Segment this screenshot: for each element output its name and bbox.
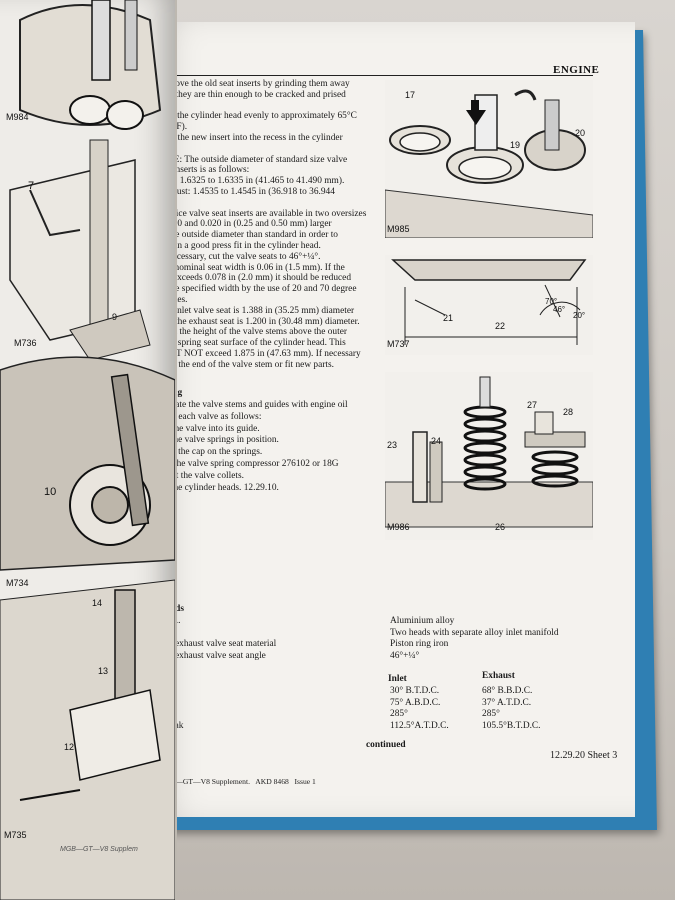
procedure-line: move the old seat inserts by grinding th… <box>168 79 350 89</box>
procedure-line: e nominal seat width is 0.06 in (1.5 mm)… <box>168 262 345 273</box>
procedure-line: d the exhaust seat is 1.200 in (30.48 mm… <box>168 316 360 327</box>
left-page-footer: MGB—GT—V8 Supplem <box>60 846 138 853</box>
spec-label: et and exhaust valve seat material <box>150 639 277 649</box>
procedure-line: ones. <box>168 295 188 305</box>
procedure-line: necessary, cut the valve seats to 46°+¼°… <box>168 251 321 262</box>
column-inlet: Inlet <box>388 674 407 684</box>
procedure-line: eck the height of the valve stems above … <box>164 327 348 338</box>
section-title: ENGINE <box>553 64 600 76</box>
assembling-line: ace the valve springs in position. <box>156 435 279 446</box>
spec-label: et and exhaust valve seat angle <box>150 650 266 661</box>
procedure-line: tain a good press fit in the cylinder he… <box>168 241 321 251</box>
procedure-line: et: 1.6325 to 1.6335 in (41.465 to 41.49… <box>168 176 345 187</box>
figure-code-m737: M737 <box>387 339 410 349</box>
callout-20: 20 <box>575 128 586 138</box>
callout-28: 28 <box>563 407 574 417</box>
procedure-line: the outside diameter than standard in or… <box>168 230 338 241</box>
callout-24: 24 <box>431 436 442 446</box>
callout-19: 19 <box>510 140 521 150</box>
figure-code-m985: M985 <box>387 224 410 234</box>
procedure-line: rvice valve seat inserts are available i… <box>168 208 367 219</box>
timing-inlet: 30° B.T.D.C. <box>390 686 440 696</box>
procedure-line: ss the new insert into the recess in the… <box>168 133 343 143</box>
seat-angle-drawing <box>391 259 587 345</box>
spec-value: Aluminium alloy <box>390 616 455 626</box>
procedure-line: 010 and 0.020 in (0.25 and 0.50 mm) larg… <box>168 219 332 230</box>
procedure-line: haust: 1.4535 to 1.4545 in (36.918 to 36… <box>168 187 335 197</box>
procedure-line: t inserts is as follows: <box>168 165 250 176</box>
figure-m737: 21 22 70° 46° 20° M737 <box>385 255 593 355</box>
callout-12: 12 <box>64 742 75 752</box>
procedure-line: ind the end of the valve stem or fit new… <box>164 359 335 370</box>
figure-code-m986: M986 <box>387 522 410 532</box>
timing-inlet: 112.5°A.T.D.C. <box>390 720 449 731</box>
procedure-line: UST NOT exceed 1.875 in (47.63 mm). If n… <box>164 349 361 359</box>
spec-value: Two heads with separate alloy inlet mani… <box>390 627 559 638</box>
left-page-drawings <box>0 0 175 900</box>
assembling-line: nd fit each valve as follows: <box>156 411 262 422</box>
callout-21: 21 <box>443 313 454 323</box>
header-rule <box>168 75 593 76</box>
timing-exhaust: 68° B.B.D.C. <box>482 686 533 696</box>
continued-note: continued <box>366 740 406 750</box>
callout-17: 17 <box>405 90 416 100</box>
procedure-line: il they are thin enough to be cracked an… <box>168 89 346 100</box>
procedure-line: TE: The outside diameter of standard siz… <box>168 154 348 165</box>
figure-code-m736: M736 <box>14 338 37 348</box>
valve-seat-insert-drawing <box>384 80 594 239</box>
callout-27: 27 <box>527 400 538 410</box>
valve-spring-assembly-drawing <box>384 376 594 528</box>
procedure-line: the specified width by the use of 20 and… <box>168 284 357 295</box>
angle-46: 46° <box>553 305 566 314</box>
figure-m985: 17 19 20 M985 <box>384 80 594 239</box>
procedure-line: 0°F). <box>168 122 188 133</box>
publication-title: MGB—GT—V8 Supplement. <box>158 777 250 786</box>
assembling-line: 06, fit the valve collets. <box>156 470 244 481</box>
timing-exhaust: 285° <box>482 709 500 719</box>
timing-inlet: 75° A.B.D.C. <box>390 697 441 708</box>
callout-9: 9 <box>112 312 118 322</box>
figure-code-m984: M984 <box>6 112 29 122</box>
publication-code: AKD 8468 <box>255 777 289 786</box>
assembling-line: ubricate the valve stems and guides with… <box>156 400 348 410</box>
angle-70: 70° <box>545 297 558 306</box>
callout-14: 14 <box>92 598 103 608</box>
assembling-line: sing the valve spring compressor 276102 … <box>156 459 339 469</box>
column-exhaust: Exhaust <box>482 671 515 681</box>
figure-code-m734: M734 <box>6 578 29 588</box>
publication-issue: Issue 1 <box>294 777 316 786</box>
procedure-line: lve spring seat surface of the cylinder … <box>164 338 346 349</box>
angle-20: 20° <box>573 311 586 320</box>
callout-10: 10 <box>44 486 57 498</box>
footer-line: MGB—GT—V8 Supplement. AKD 8468 Issue 1 <box>158 776 316 787</box>
timing-inlet: 285° <box>390 709 408 719</box>
assembling-line: ocate the cap on the springs. <box>156 447 263 458</box>
timing-exhaust: 37° A.T.D.C. <box>482 697 532 708</box>
callout-7: 7 <box>28 180 35 192</box>
spec-value: 46°+¼° <box>390 650 420 661</box>
figure-code-m735: M735 <box>4 830 27 840</box>
spec-value: Piston ring iron <box>390 639 449 649</box>
callout-22: 22 <box>495 321 506 331</box>
callout-13: 13 <box>98 666 109 676</box>
callout-26: 26 <box>495 522 506 532</box>
assembling-line: sert the valve into its guide. <box>156 423 260 434</box>
procedure-line: t exceeds 0.078 in (2.0 mm) it should be… <box>168 273 352 284</box>
timing-exhaust: 105.5°B.T.D.C. <box>482 720 541 731</box>
callout-23: 23 <box>387 440 398 450</box>
procedure-line: at the cylinder head evenly to approxima… <box>168 111 357 122</box>
sheet-reference: 12.29.20 Sheet 3 <box>550 750 618 761</box>
figure-m986: 23 24 26 27 28 M986 <box>384 372 594 540</box>
assembling-line: efit the cylinder heads. 12.29.10. <box>156 482 279 493</box>
procedure-line: e inlet valve seat is 1.388 in (35.25 mm… <box>168 305 355 316</box>
left-page: M984 7 9 M736 10 M734 14 13 12 M735 MGB—… <box>0 0 177 900</box>
